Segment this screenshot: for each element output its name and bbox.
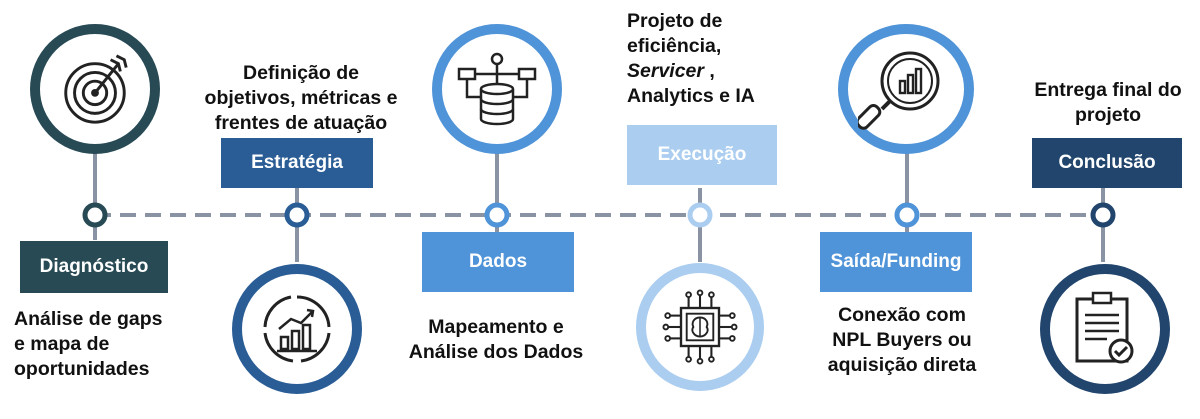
dados-caption: Mapeamento e Análise dos Dados [396,315,596,365]
caption-suffix: , [703,60,715,82]
saida-circle [838,24,974,154]
node-saida [894,202,920,228]
caption-line: NPL Buyers ou [832,329,972,351]
execucao-circle [636,263,764,391]
growth-chart-icon [263,295,331,363]
node-execucao [687,202,713,228]
caption-line: projeto [1074,104,1142,126]
diagnostico-caption: Análise de gaps e mapa de oportunidades [14,307,204,382]
clipboard-check-icon [1075,291,1134,364]
caption-line: e mapa de [14,333,110,355]
caption-line: Definição de [243,62,359,84]
caption-line: aquisição direta [827,354,977,376]
caption-line: Entrega final do [1034,79,1182,101]
node-dados [484,202,510,228]
estrategia-label: Estratégia [221,138,373,188]
dados-circle [432,24,562,154]
caption-line: oportunidades [14,358,150,380]
caption-line: Analytics e IA [627,85,755,107]
conclusao-caption: Entrega final do projeto [1018,78,1198,128]
database-network-icon [457,52,537,126]
caption-line: eficiência, [627,35,722,57]
estrategia-caption: Definição de objetivos, métricas e frent… [196,61,406,136]
node-estrategia [284,202,310,228]
node-diagnostico [82,202,108,228]
caption-line: objetivos, métricas e [204,87,398,109]
conclusao-circle [1040,264,1170,394]
node-conclusao [1090,202,1116,228]
caption-italic-word: Servicer [627,60,704,82]
ai-chip-icon [662,289,738,365]
saida-caption: Conexão com NPL Buyers ou aquisição dire… [804,303,1000,378]
caption-line: Análise dos Dados [408,341,584,363]
conclusao-label: Conclusão [1032,138,1182,188]
saida-label: Saída/Funding [820,232,972,292]
diagnostico-label: Diagnóstico [20,241,168,293]
execucao-label: Execução [627,125,777,185]
caption-line: Projeto de [627,10,723,32]
magnifier-chart-icon [858,51,940,130]
execucao-caption: Projeto de eficiência, Servicer , Analyt… [627,9,797,109]
dados-label: Dados [422,232,574,292]
caption-line: Mapeamento e [428,316,564,338]
estrategia-circle [232,264,362,394]
caption-line: Análise de gaps [14,308,163,330]
target-icon [64,54,128,124]
caption-line: Servicer , [627,59,797,84]
caption-line: frentes de atuação [214,112,388,134]
diagnostico-circle [30,24,160,154]
caption-line: Conexão com [838,304,966,326]
